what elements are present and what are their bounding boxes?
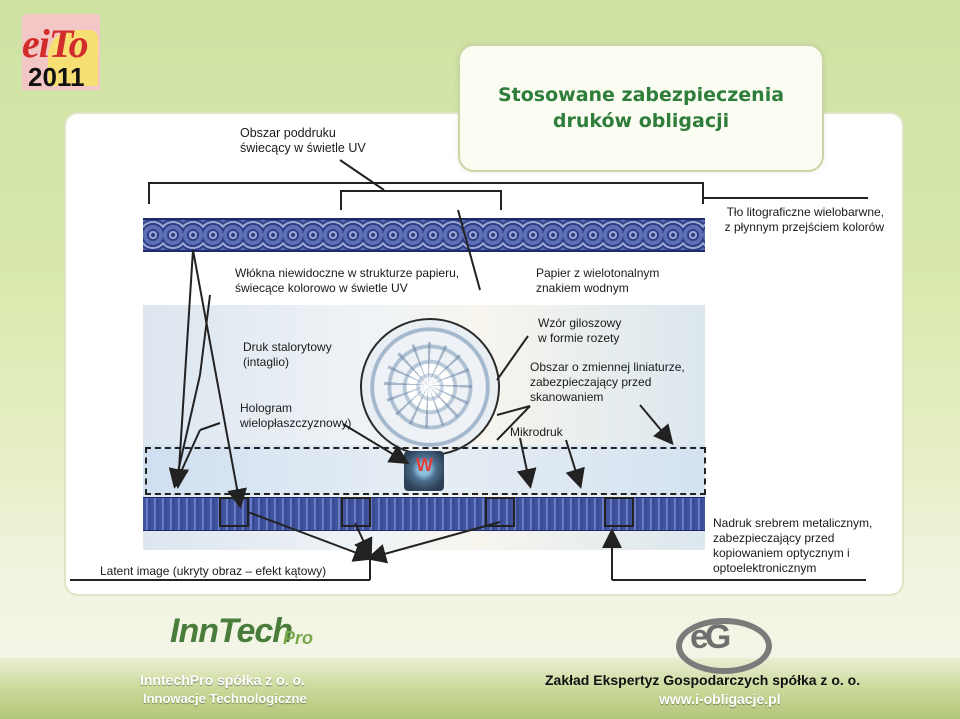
uv-bracket-left <box>340 190 342 210</box>
hologram-letter: W <box>416 455 433 475</box>
inntech-logo: InnTech <box>170 612 293 650</box>
eito-logo: eiTo <box>22 21 89 66</box>
uv-bracket-top <box>340 190 502 192</box>
eito-year: 2011 <box>28 62 85 92</box>
microprint-frame <box>145 447 706 495</box>
variable-lines-label: Obszar o zmiennej liniaturze,zabezpiecza… <box>530 360 685 404</box>
litho-bracket-top <box>148 182 704 184</box>
litho-bracket-left <box>148 182 150 204</box>
microprint-label: Mikrodruk <box>510 425 563 439</box>
latent-box-3 <box>485 497 515 527</box>
ornamental-border <box>143 218 705 252</box>
litho-bracket-right <box>702 182 704 204</box>
intaglio-label: Druk stalorytowy(intaglio) <box>243 340 332 369</box>
footer-tagline-left: Innowacje Technologiczne <box>143 691 307 706</box>
rosette-pattern <box>384 342 472 428</box>
uv-bracket-right <box>500 190 502 210</box>
litho-leader <box>702 197 868 199</box>
eg-logo: eG <box>690 618 731 656</box>
litho-bg-label: Tło litograficzne wielobarwne,z płynnym … <box>724 205 884 234</box>
footer-company-left: InntechPro spółka z o. o. <box>140 672 305 688</box>
footer-company-right: Zakład Ekspertyz Gospodarczych spółka z … <box>545 672 861 688</box>
fibers-label: Włókna niewidoczne w strukturze papieru,… <box>235 266 460 295</box>
title-box: Stosowane zabezpieczenia druków obligacj… <box>458 44 824 172</box>
inntech-logo-suffix: Pro <box>283 628 314 648</box>
logo-accent <box>48 30 98 86</box>
latent-image-label: Latent image (ukryty obraz – efekt kątow… <box>100 564 327 578</box>
title-line-1: Stosowane zabezpieczenia <box>497 84 785 106</box>
silver-print-label: Nadruk srebrem metalicznym,zabezpieczają… <box>713 516 873 575</box>
eg-logo-ring <box>676 618 772 674</box>
title-line-2: druków obligacji <box>552 110 730 132</box>
footer-bar <box>0 658 960 719</box>
latent-box-4 <box>604 497 634 527</box>
footer-url[interactable]: www.i-obligacje.pl <box>659 691 781 707</box>
hologram-image <box>404 451 444 491</box>
